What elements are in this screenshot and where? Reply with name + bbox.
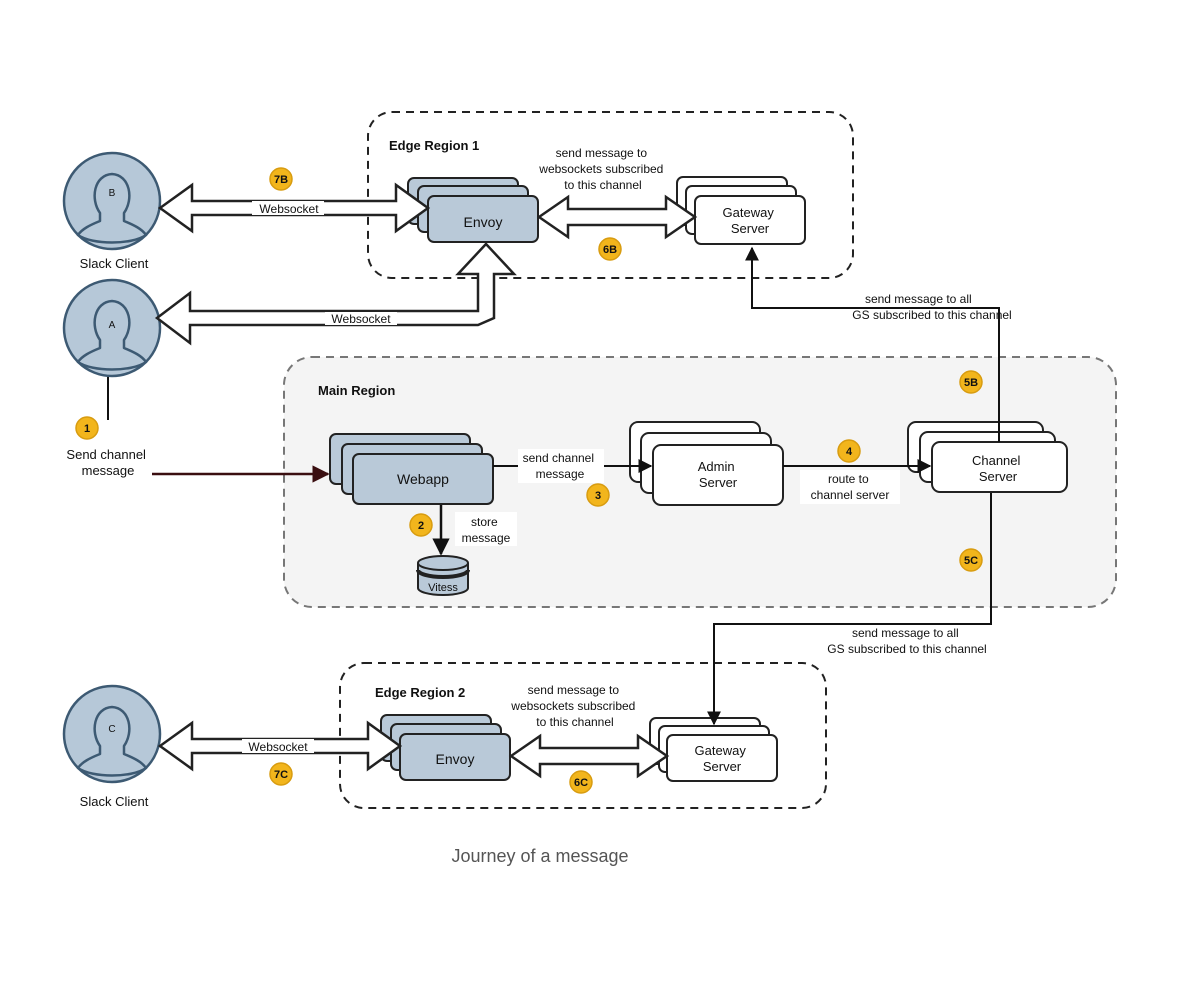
svg-text:5B: 5B [964,377,978,389]
svg-text:6B: 6B [603,244,617,256]
svg-text:5C: 5C [964,555,978,567]
svg-text:4: 4 [846,446,853,458]
envoy-2-node [380,714,511,781]
client-c-label: Slack Client [80,794,149,809]
envoy-1-label: Envoy [464,214,503,230]
channel-server-node [907,421,1068,493]
edge-region-2-title: Edge Region 2 [375,685,465,700]
svg-text:1: 1 [84,423,90,435]
step-badge-3: 3 [586,483,610,507]
step-badge-6c: 6C [569,770,593,794]
gs-top-label: send message to all GS subscribed to thi… [852,292,1011,322]
step-badge-2: 2 [409,513,433,537]
gateway-2-label: Gateway Server [695,743,750,774]
channel-gateway-2-arrow [707,493,992,726]
step-badge-7c: 7C [269,762,293,786]
ws-sub-bottom-label: send message to websockets subscribed to… [510,683,638,729]
client-b-letter: B [109,188,116,199]
step-badge-4: 4 [837,439,861,463]
edge-region-1-box [367,111,854,279]
envoy-1-node [407,177,539,243]
client-a-letter: A [109,320,116,331]
diagram-caption: Journey of a message [451,846,628,866]
send-channel-label-a: Send channel message [66,447,149,478]
slack-client-b-icon [62,151,162,251]
channel-server-label: Channel Server [972,453,1024,484]
svg-text:7B: 7B [274,174,288,186]
webapp-node [329,433,494,505]
edge-region-1-title: Edge Region 1 [389,138,479,153]
channel-gateway-1-arrow [745,246,1000,442]
main-region-title: Main Region [318,383,395,398]
envoy-gateway-arrow-1 [536,194,698,240]
admin-server-node [629,421,784,506]
svg-text:2: 2 [418,520,424,532]
step-badge-5c: 5C [959,548,983,572]
store-message-label: store message [462,515,511,545]
websocket-label-b: Websocket [259,202,319,216]
webapp-label: Webapp [397,471,449,487]
send-channel-label-webapp: send channel message [523,451,598,481]
client-c-letter: C [108,724,115,735]
vitess-label: Vitess [428,582,458,594]
step-badge-5b: 5B [959,370,983,394]
route-label: route to channel server [811,472,890,502]
vitess-database-icon [416,555,470,596]
svg-text:6C: 6C [574,777,588,789]
websocket-arrow-a [154,242,517,346]
svg-text:3: 3 [595,490,601,502]
ws-sub-top-label: send message to websockets subscribed to… [538,146,666,192]
admin-server-label: Admin Server [698,459,738,490]
websocket-label-a: Websocket [331,312,391,326]
step-badge-6b: 6B [598,237,622,261]
gateway-server-2-node [649,717,778,782]
step-badge-7b: 7B [269,167,293,191]
envoy-2-label: Envoy [436,751,475,767]
step-badge-1: 1 [75,416,99,440]
client-b-label: Slack Client [80,256,149,271]
svg-text:7C: 7C [274,769,288,781]
gs-bottom-label: send message to all GS subscribed to thi… [827,626,986,656]
websocket-label-c: Websocket [248,740,308,754]
gateway-1-label: Gateway Server [723,205,778,236]
envoy-gateway-arrow-2 [508,733,670,779]
gateway-server-1-node [676,176,806,245]
edge-region-2-box [339,662,827,809]
